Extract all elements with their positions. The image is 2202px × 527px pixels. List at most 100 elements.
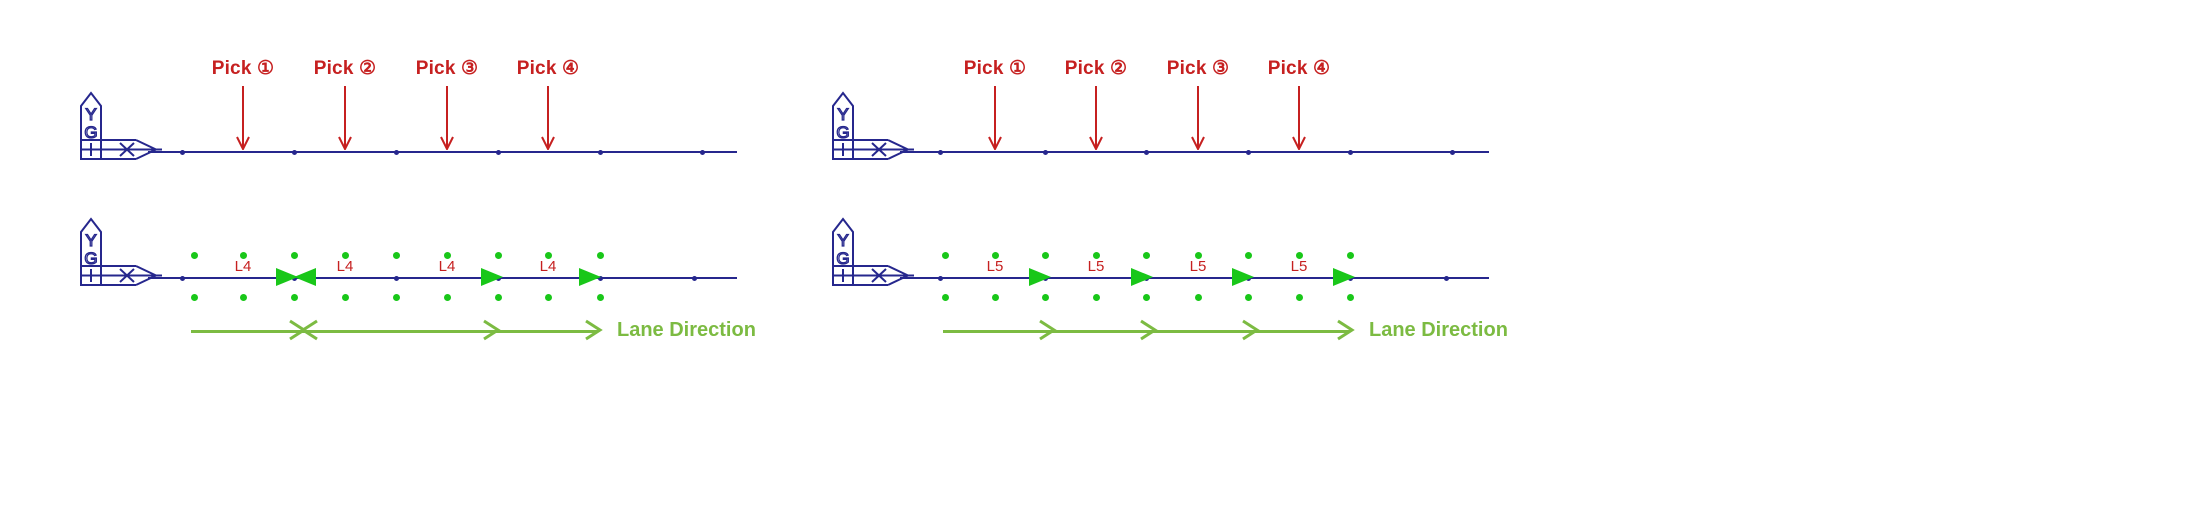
lane-direction-label-left: Lane Direction [617,319,756,341]
lane-dot-upper-left-7 [544,252,552,259]
lane-direction-chevron-left-3 [581,318,605,342]
lane-arrow-right-3 [1333,268,1355,286]
lane-direction-chevron-right-0 [1035,318,1059,342]
baseline-node-left-bottom-1 [291,275,297,281]
pick-arrow-left-2 [337,86,353,152]
pick-arrow-right-3 [1190,86,1206,152]
lane-arrow-right-2 [1232,268,1254,286]
lane-dot-upper-left-5 [443,252,451,259]
bottom-baseline-left [148,277,737,279]
lane-dot-lower-left-6 [494,294,502,301]
lane-dot-upper-right-5 [1194,252,1202,259]
top-baseline-right [900,151,1489,153]
lane-direction-chevron-left-0 [285,318,309,342]
svg-text:Y: Y [85,231,96,250]
svg-text:Y: Y [837,105,848,124]
baseline-node-right-top-5 [1449,149,1455,155]
lane-arrow-left-0 [276,268,298,286]
baseline-node-left-bottom-0 [179,275,185,281]
lane-dot-lower-left-5 [443,294,451,301]
lane-dot-upper-right-7 [1295,252,1303,259]
lane-dot-upper-right-3 [1092,252,1100,259]
baseline-node-left-top-1 [291,149,297,155]
baseline-node-left-bottom-2 [393,275,399,281]
svg-text:G: G [84,123,97,142]
lane-direction-line-right [943,330,1350,333]
lane-arrow-right-1 [1131,268,1153,286]
pick-arrow-right-4 [1291,86,1307,152]
baseline-node-right-top-0 [937,149,943,155]
lane-dot-upper-left-2 [290,252,298,259]
lane-dot-lower-left-8 [596,294,604,301]
lane-label-right-2: L5 [1189,258,1207,275]
lane-dot-lower-right-3 [1092,294,1100,301]
baseline-node-right-bottom-2 [1143,275,1149,281]
lane-direction-chevron-right-1 [1136,318,1160,342]
lane-dot-lower-right-2 [1041,294,1049,301]
baseline-node-right-top-3 [1245,149,1251,155]
baseline-node-right-bottom-0 [937,275,943,281]
lane-arrow-left-1 [294,268,316,286]
baseline-node-right-bottom-4 [1347,275,1353,281]
svg-text:G: G [836,123,849,142]
pick-arrow-right-2 [1088,86,1104,152]
lane-label-right-1: L5 [1087,258,1105,275]
svg-text:G: G [836,249,849,268]
lane-label-left-3: L4 [539,258,557,275]
lane-dot-upper-left-0 [190,252,198,259]
lane-dot-lower-right-7 [1295,294,1303,301]
pick-label-left-3: Pick ③ [415,58,479,79]
lane-dot-lower-right-1 [991,294,999,301]
lane-dot-upper-right-0 [941,252,949,259]
lane-label-left-1: L4 [336,258,354,275]
lane-dot-lower-left-7 [544,294,552,301]
lane-dot-upper-left-6 [494,252,502,259]
lane-dot-lower-right-8 [1346,294,1354,301]
lane-direction-chevron-right-3 [1333,318,1357,342]
pick-arrow-left-3 [439,86,455,152]
top-baseline-left [148,151,737,153]
pick-arrow-left-1 [235,86,251,152]
lane-direction-chevron-right-2 [1238,318,1262,342]
svg-text:Y: Y [85,105,96,124]
baseline-node-left-bottom-4 [597,275,603,281]
lane-dot-lower-left-0 [190,294,198,301]
baseline-node-left-top-2 [393,149,399,155]
lane-direction-label-right: Lane Direction [1369,319,1508,341]
lane-direction-line-left [191,330,598,333]
lane-direction-chevron-left-2 [479,318,503,342]
lane-arrow-right-0 [1029,268,1051,286]
lane-dot-upper-left-8 [596,252,604,259]
baseline-node-left-top-0 [179,149,185,155]
lane-dot-lower-left-4 [392,294,400,301]
baseline-node-left-top-3 [495,149,501,155]
baseline-node-left-top-4 [597,149,603,155]
lane-label-right-3: L5 [1290,258,1308,275]
baseline-node-right-bottom-3 [1245,275,1251,281]
lane-arrow-left-2 [481,268,503,286]
baseline-node-right-top-1 [1042,149,1048,155]
svg-text:G: G [84,249,97,268]
pick-label-right-4: Pick ④ [1267,58,1331,79]
lane-dot-lower-left-2 [290,294,298,301]
lane-dot-lower-right-6 [1244,294,1252,301]
pick-label-right-3: Pick ③ [1166,58,1230,79]
lane-arrow-left-3 [579,268,601,286]
lane-dot-upper-right-1 [991,252,999,259]
baseline-node-left-bottom-5 [691,275,697,281]
lane-direction-chevron-left-1 [298,318,322,342]
pick-label-right-2: Pick ② [1064,58,1128,79]
pick-arrow-right-1 [987,86,1003,152]
pick-label-left-1: Pick ① [211,58,275,79]
lane-dot-lower-left-1 [239,294,247,301]
lane-dot-upper-right-4 [1142,252,1150,259]
lane-dot-lower-left-3 [341,294,349,301]
lane-dot-upper-right-2 [1041,252,1049,259]
bottom-baseline-right [900,277,1489,279]
baseline-node-right-top-2 [1143,149,1149,155]
